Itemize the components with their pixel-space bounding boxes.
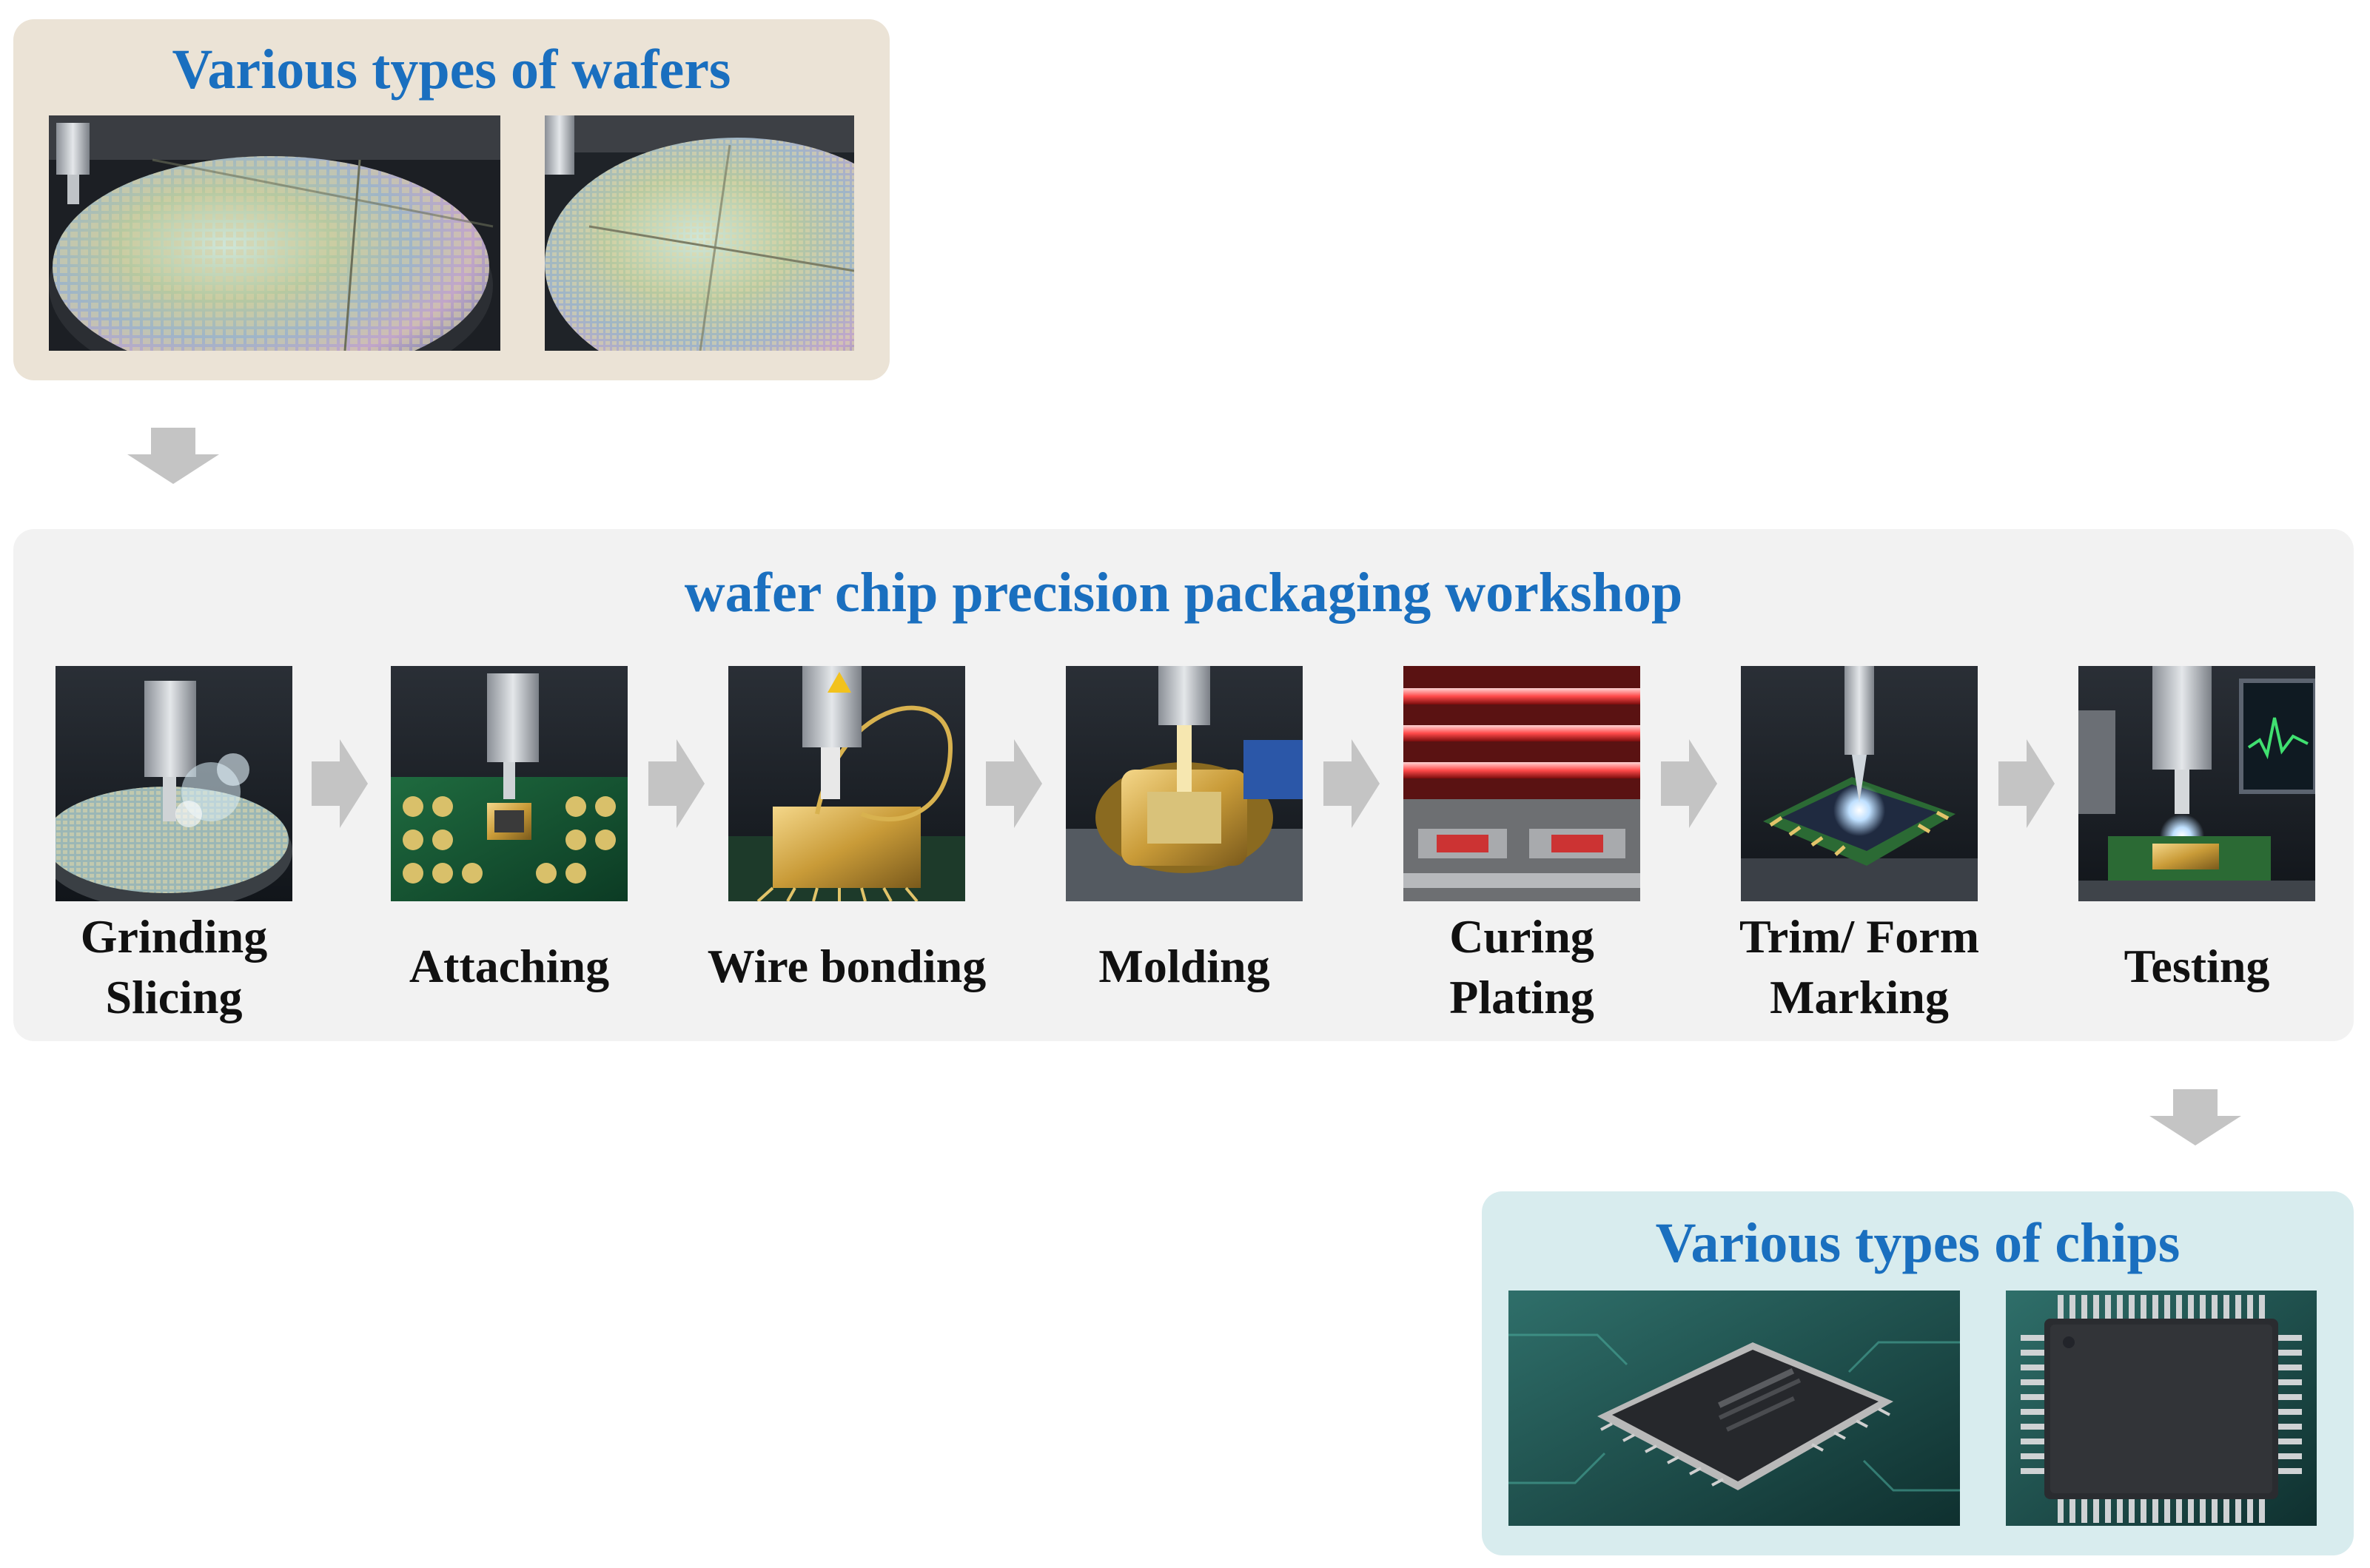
- chevron-right-icon: [1998, 739, 2055, 828]
- wafer-photo-1: [49, 115, 500, 351]
- chips-panel-title: Various types of chips: [1482, 1215, 2354, 1271]
- chip-types-panel: Various types of chips: [1482, 1191, 2354, 1555]
- attaching-photo: [391, 666, 628, 901]
- testing-photo: [2078, 666, 2315, 901]
- step-label-attaching: Attaching: [350, 936, 668, 997]
- wire-bonding-photo: [728, 666, 965, 901]
- curing-plating-photo: [1403, 666, 1640, 901]
- chevron-right-icon: [648, 739, 705, 828]
- packaging-workshop-panel: wafer chip precision packaging workshop …: [13, 529, 2354, 1041]
- step-label-testing: Testing: [2038, 936, 2356, 997]
- down-arrow-icon: [2149, 1089, 2241, 1145]
- chevron-right-icon: [312, 739, 368, 828]
- chip-photo-1: [1508, 1291, 1960, 1526]
- chevron-right-icon: [1323, 739, 1380, 828]
- wafer-panel-title: Various types of wafers: [13, 41, 890, 98]
- step-label-grinding-slicing: Grinding Slicing: [15, 906, 333, 1028]
- trim-form-marking-photo: [1741, 666, 1978, 901]
- wafer-types-panel: Various types of wafers: [13, 19, 890, 380]
- chip-photo-2: [2006, 1291, 2317, 1526]
- step-label-molding: Molding: [1025, 936, 1343, 997]
- step-label-wire-bonding: Wire bonding: [688, 936, 1006, 997]
- molding-photo: [1066, 666, 1303, 901]
- chevron-right-icon: [1661, 739, 1717, 828]
- step-label-curing-plating: Curing Plating: [1363, 906, 1681, 1028]
- chevron-right-icon: [986, 739, 1042, 828]
- down-arrow-icon: [127, 428, 219, 484]
- workshop-panel-title: wafer chip precision packaging workshop: [13, 565, 2354, 621]
- step-label-trim-form-marking: Trim/ Form Marking: [1700, 906, 2018, 1028]
- grinding-slicing-photo: [56, 666, 292, 901]
- wafer-photo-2: [545, 115, 854, 351]
